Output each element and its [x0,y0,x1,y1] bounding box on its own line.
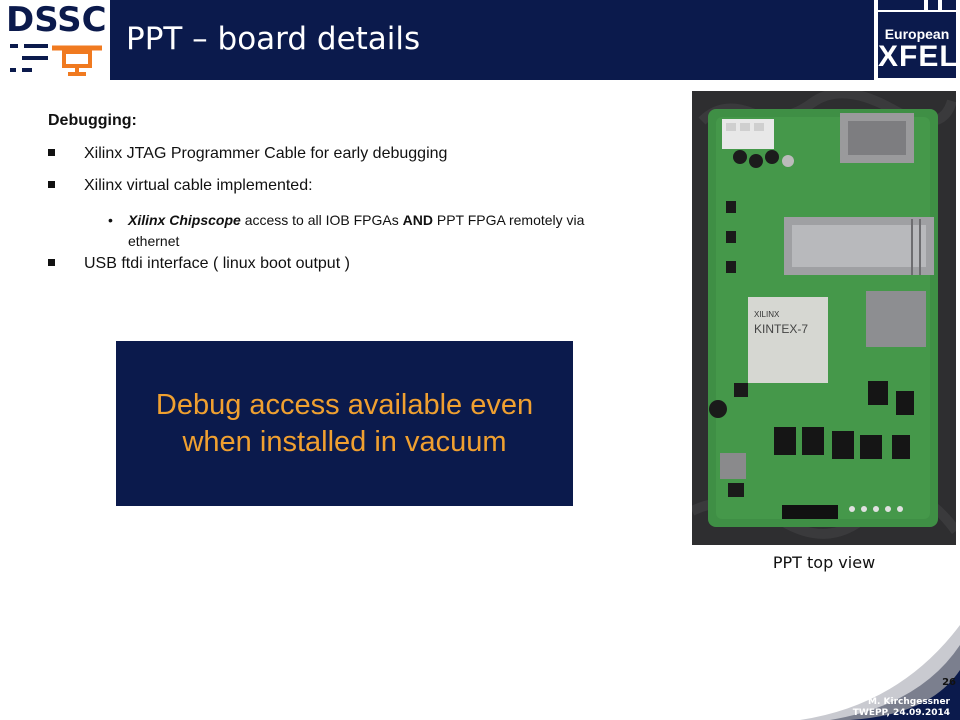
author-name: M. Kirchgessner [868,697,950,707]
debugging-heading: Debugging: [48,112,137,129]
european-xfel-logo: European XFEL [874,0,960,80]
callout-line-2: when installed in vacuum [182,425,507,458]
bullet-text: USB ftdi interface ( linux boot output ) [84,255,350,272]
slide-title: PPT – board details [126,21,421,57]
author-info: M. Kirchgessner TWEPP, 24.09.2014 [820,697,950,719]
xfel-logo-line1: European [884,26,950,42]
xfel-logo-bars [878,0,956,10]
dot-bullet-icon: • [108,212,113,228]
bullet-text: Xilinx virtual cable implemented: [84,177,313,194]
event-date: TWEPP, 24.09.2014 [852,708,950,718]
callout-box: Debug access available even when install… [116,341,573,506]
dssc-logo-icon [10,44,102,76]
chip-label-xilinx: XILINX [754,310,780,319]
header-bar: DSSC PPT – board details European XFEL [0,0,960,80]
square-bullet-icon [48,181,55,188]
chipscope-emphasis: Xilinx Chipscope [128,212,241,228]
footer-swoosh [800,625,960,720]
bullet-text: Xilinx JTAG Programmer Cable for early d… [84,145,448,162]
ppt-board-photo: XILINX KINTEX-7 [692,91,956,545]
dssc-logo: DSSC [0,0,110,80]
pcb-illustration: XILINX KINTEX-7 [692,91,956,545]
square-bullet-icon [48,259,55,266]
sub-bullet-text-1: access to all IOB FPGAs [240,212,403,228]
chip-label-kintex: KINTEX-7 [754,322,808,336]
callout-text: Debug access available even when install… [156,387,533,461]
callout-line-1: Debug access available even [155,388,534,421]
xfel-logo-line2: XFEL [878,40,959,73]
square-bullet-icon [48,149,55,156]
page-number: 26 [942,677,956,688]
sub-bullet-and: AND [402,212,433,228]
sub-bullet-text-2: PPT FPGA remotely via ethernet [128,212,585,249]
photo-caption: PPT top view [772,553,876,572]
sub-bullet: • Xilinx Chipscope access to all IOB FPG… [108,210,608,252]
dssc-logo-text: DSSC [6,0,107,40]
